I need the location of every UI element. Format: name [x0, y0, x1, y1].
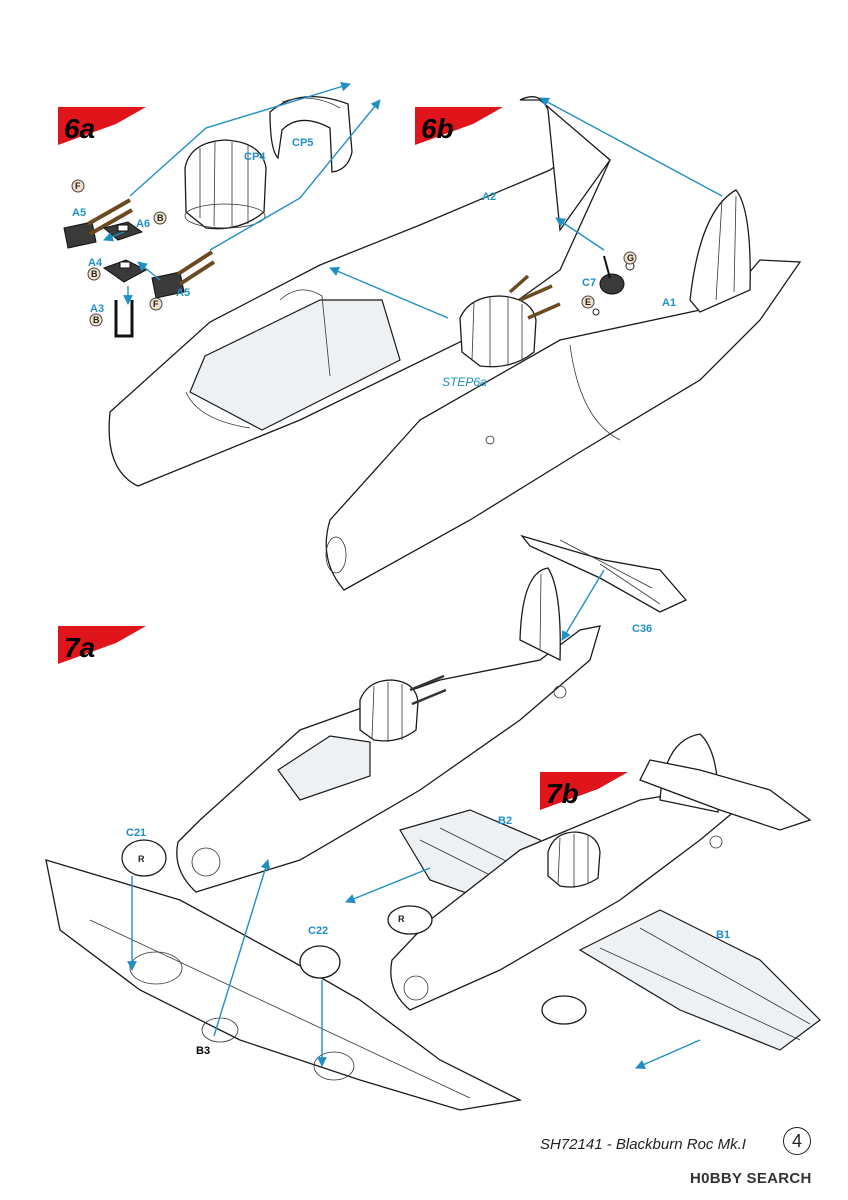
- ref-marker-g: G: [623, 251, 637, 265]
- ref-marker-b-a3: B: [89, 313, 103, 327]
- sheet-title: SH72141 - Blackburn Roc Mk.I: [540, 1136, 746, 1153]
- cowling-part-c21: [121, 839, 167, 877]
- step-flag-6a: 6a: [58, 107, 146, 145]
- label-c22: C22: [308, 925, 328, 937]
- label-a2: A2: [482, 191, 496, 203]
- arrows-6a: [103, 81, 381, 305]
- watermark: H0BBY SEARCH: [690, 1170, 812, 1187]
- label-c36: C36: [632, 623, 652, 635]
- gun-assembly-a5-bottom: [151, 250, 216, 299]
- svg-text:F: F: [153, 299, 159, 309]
- label-b3: B3: [196, 1045, 210, 1057]
- arrows-7a: [127, 859, 327, 1067]
- tailplane-c36: [520, 534, 688, 613]
- page-number: 4: [783, 1127, 811, 1155]
- ref-marker-f1: F: [71, 179, 85, 193]
- bracket-a3: [114, 300, 134, 338]
- turret-subassembly: [459, 274, 561, 368]
- label-c7: C7: [582, 277, 596, 289]
- turret-dome-cp4: [184, 139, 267, 230]
- arrows-6b: [539, 97, 723, 251]
- wing-lower-b3: [45, 859, 523, 1111]
- tailwheel-c7: [592, 255, 635, 316]
- svg-text:B: B: [91, 269, 98, 279]
- label-a3: A3: [90, 303, 104, 315]
- label-b1: B1: [716, 929, 730, 941]
- label-a1: A1: [662, 297, 676, 309]
- aircraft-7b: [390, 733, 812, 1011]
- ref-marker-e: E: [581, 295, 595, 309]
- label-c21: C21: [126, 827, 146, 839]
- fuselage-a1: [325, 189, 802, 591]
- wing-b1: [578, 909, 821, 1051]
- step-flag-7a: 7a: [58, 626, 146, 664]
- label-a5-top: A5: [72, 207, 86, 219]
- arrows-7b: [345, 867, 701, 1069]
- ref-marker-f2: F: [149, 297, 163, 311]
- label-a5-bottom: A5: [176, 287, 190, 299]
- fuselage-assembled-7a: [176, 567, 601, 893]
- step-flag-7b: 7b: [540, 772, 628, 810]
- cowling-part-c22: [299, 945, 341, 979]
- svg-text:B: B: [157, 213, 164, 223]
- gun-assembly-a5-top: [63, 198, 133, 249]
- svg-text:G: G: [627, 253, 634, 263]
- svg-text:E: E: [585, 297, 591, 307]
- turret-installed-7b: [547, 831, 601, 888]
- svg-text:F: F: [75, 181, 81, 191]
- step-label-6b: 6b: [421, 113, 454, 144]
- step-flag-6b: 6b: [415, 107, 503, 145]
- svg-text:B: B: [93, 315, 100, 325]
- label-b2: B2: [498, 815, 512, 827]
- canopy-cp5: [269, 95, 353, 173]
- step-reference-label: STEP6a: [442, 375, 487, 389]
- decal-r-7b: R: [398, 914, 405, 924]
- decal-r-c21: R: [138, 854, 145, 864]
- step-label-7a: 7a: [64, 632, 95, 663]
- label-cp5: CP5: [292, 137, 313, 149]
- arrow-turret-to-fuselage: [329, 266, 449, 319]
- label-a6: A6: [136, 218, 150, 230]
- ref-marker-b-a4: B: [87, 267, 101, 281]
- step-label-6a: 6a: [64, 113, 95, 144]
- arrow-tailplane: [561, 569, 605, 641]
- label-cp4: CP4: [244, 151, 266, 163]
- gear-covers-7b: [387, 905, 587, 1025]
- ref-marker-b-a6: B: [153, 211, 167, 225]
- turret-installed-7a: [359, 674, 447, 742]
- label-a4: A4: [88, 257, 103, 269]
- step-label-7b: 7b: [546, 778, 579, 809]
